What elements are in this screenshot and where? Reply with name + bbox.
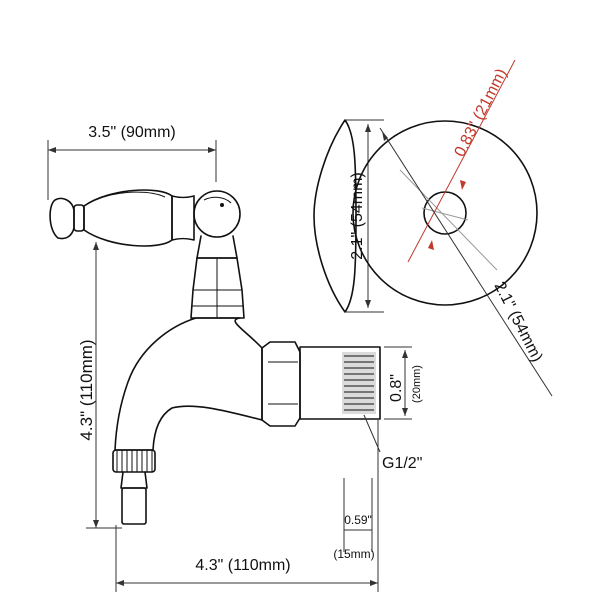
escutcheon-side-label: 2.1" (54mm) bbox=[349, 172, 366, 259]
hose-nozzle bbox=[121, 487, 147, 525]
escutcheon-outer bbox=[352, 120, 538, 306]
faucet-spout bbox=[114, 317, 263, 451]
thread-length-dimension: 0.59" (15mm) bbox=[333, 478, 375, 561]
height-label: 4.3" (110mm) bbox=[77, 339, 96, 440]
bottom-width-label: 4.3" (110mm) bbox=[195, 557, 290, 574]
thread-length-in: 0.59" bbox=[344, 513, 372, 527]
handle-knob bbox=[49, 197, 75, 240]
thread-label: G1/2" bbox=[382, 455, 422, 472]
thread-callout: G1/2" bbox=[363, 414, 422, 472]
handle-lever bbox=[83, 189, 173, 247]
escutcheon-side-view: 2.1" (54mm) bbox=[313, 119, 384, 313]
outlet-height-in: 0.8" bbox=[388, 374, 405, 402]
height-dimension: 4.3" (110mm) bbox=[77, 242, 122, 529]
top-width-label: 3.5" (90mm) bbox=[88, 124, 175, 141]
outlet-height-mm: (20mm) bbox=[411, 365, 423, 403]
outlet-height-dimension: 0.8" (20mm) bbox=[384, 346, 423, 420]
escutcheon-hole bbox=[423, 191, 467, 235]
outlet-hex bbox=[261, 341, 301, 427]
escutcheon-diameter-label: 2.1" (54mm) bbox=[491, 279, 546, 365]
thread-hatching bbox=[342, 352, 376, 414]
valve-head bbox=[193, 190, 241, 238]
threaded-outlet bbox=[299, 346, 381, 420]
thread-length-mm: (15mm) bbox=[333, 547, 374, 561]
escutcheon-front-view: 0.83" (21mm) 2.1" (54mm) bbox=[352, 59, 553, 397]
hole-diameter-label: 0.83" (21mm) bbox=[452, 66, 511, 160]
bottom-width-dimension: 4.3" (110mm) bbox=[115, 420, 379, 592]
top-width-dimension: 3.5" (90mm) bbox=[47, 124, 217, 200]
faucet-body bbox=[49, 189, 381, 525]
